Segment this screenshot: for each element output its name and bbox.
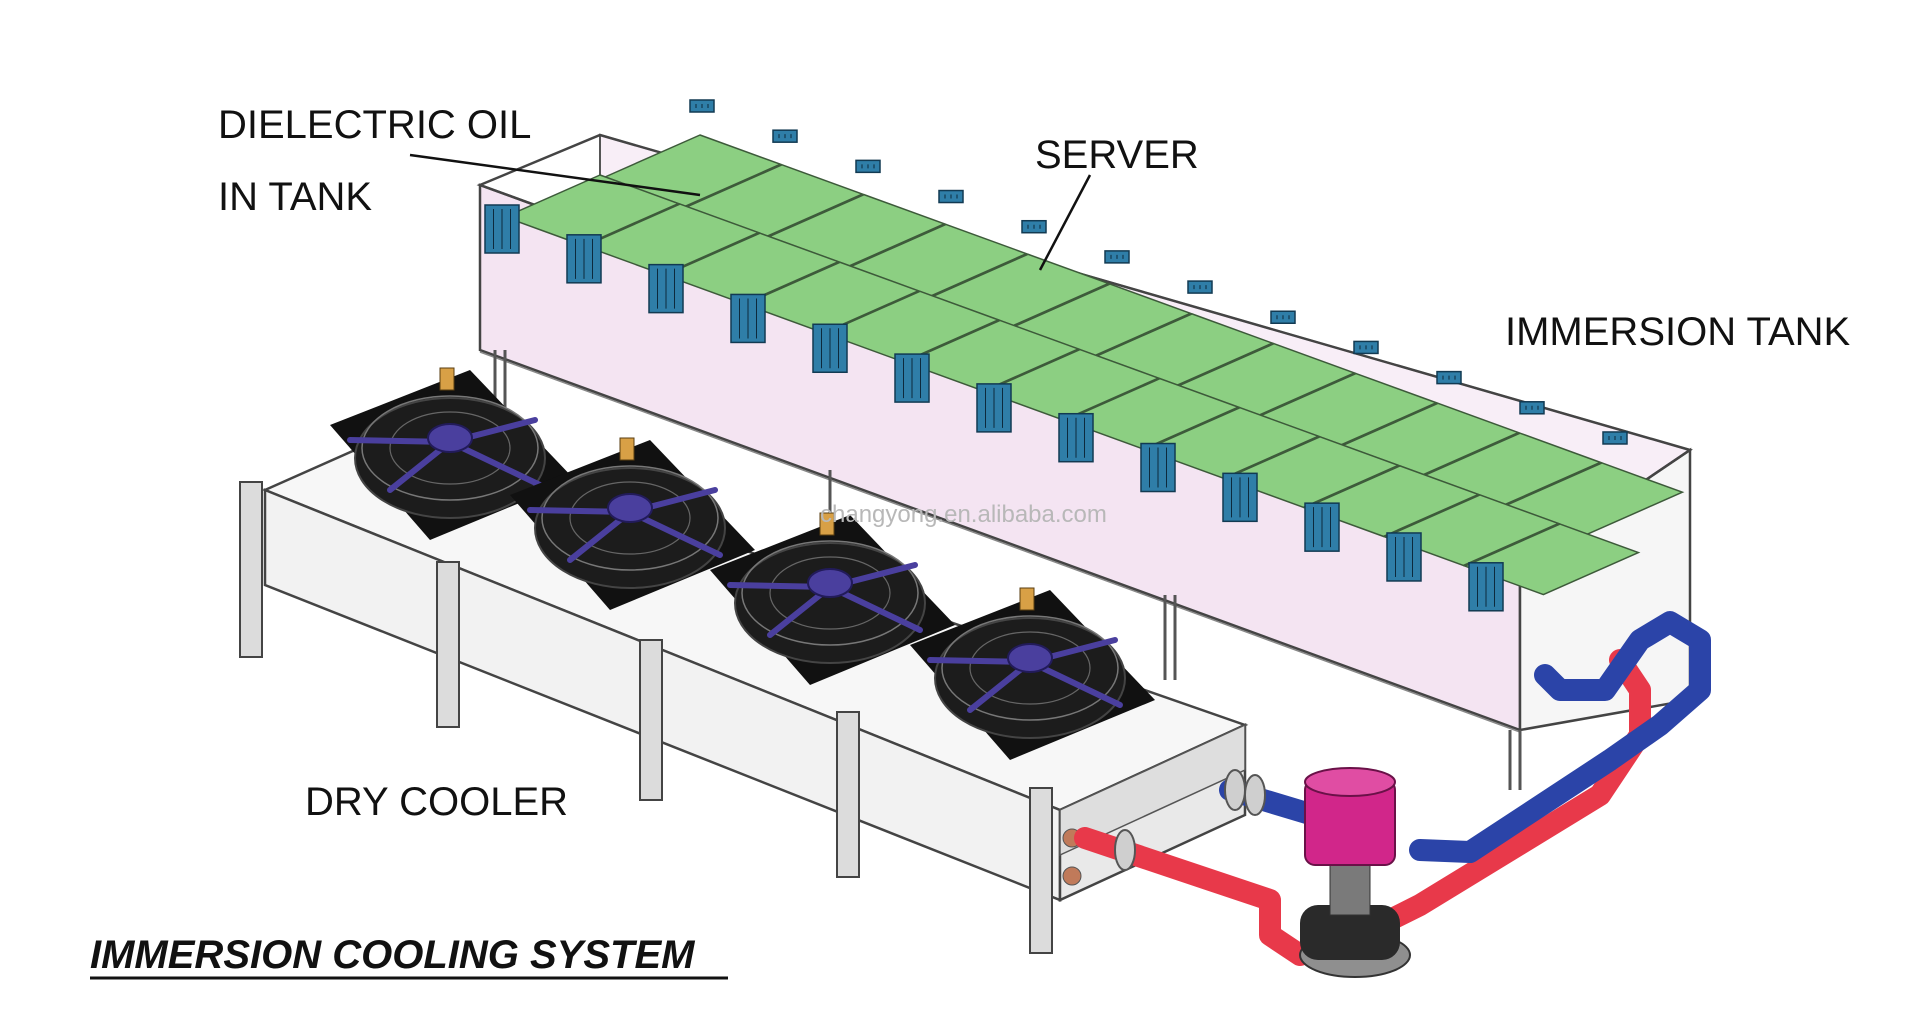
fan-guard-ring (389, 411, 511, 485)
cooler-fan (910, 587, 1155, 760)
cooler-header-box (1059, 723, 1246, 857)
pump-motor-cap (1304, 767, 1396, 797)
server-board (1382, 494, 1561, 567)
diagram-title: IMMERSION COOLING SYSTEM (90, 933, 696, 977)
fan-guard-ring (741, 540, 919, 646)
cooler-inlet-connection (1062, 866, 1082, 886)
fan-bracket (819, 512, 835, 536)
leader-lines (409, 153, 1092, 271)
cooler-fans (330, 367, 1155, 760)
watermark: changyong.en.alibaba.com (820, 501, 1107, 528)
pipe-flange (1224, 769, 1246, 811)
fan-guard-ring (969, 631, 1091, 705)
pump-volute (1300, 905, 1400, 960)
server-leader (1038, 174, 1092, 271)
fan-motor-hub (427, 423, 473, 453)
cooler-legs (239, 481, 1053, 954)
immersion-tank (476, 99, 1693, 790)
label-server: SERVER (1035, 133, 1199, 177)
server-heatsinks-back (689, 99, 1628, 445)
label-immersion-tank: IMMERSION TANK (1505, 310, 1851, 354)
fan-guard-ring (541, 465, 719, 571)
fan-motor-hub (607, 493, 653, 523)
fan-guard-ring (361, 395, 539, 501)
server-board (1222, 435, 1401, 509)
fan-guard-ring (769, 556, 891, 630)
fan-bracket (619, 437, 635, 461)
dielectric-leader (409, 153, 701, 197)
server-board (1462, 523, 1641, 596)
cooler-fan (510, 437, 755, 610)
cooler-fan (710, 512, 955, 685)
server-board (1302, 465, 1481, 538)
fan-guard-ring (941, 615, 1119, 721)
server-row-front (502, 174, 1641, 596)
fan-guard-ring (569, 481, 691, 555)
label-dry-cooler: DRY COOLER (305, 780, 568, 824)
tank-oil-line (479, 351, 1521, 733)
server-row-back (602, 134, 1685, 535)
fan-motor-hub (1007, 643, 1053, 673)
server-heatsinks-front (484, 204, 1504, 612)
fan-motor-hub (807, 568, 853, 598)
fan-bracket (439, 367, 455, 391)
fan-bracket (1019, 587, 1035, 611)
pipe-flange (1244, 774, 1266, 816)
pipe-flange (1114, 829, 1136, 871)
dry-cooler (239, 367, 1249, 954)
label-in-tank: IN TANK (218, 175, 372, 219)
circulation-pump (1299, 767, 1411, 978)
label-dielectric-oil: DIELECTRIC OIL (218, 103, 531, 147)
